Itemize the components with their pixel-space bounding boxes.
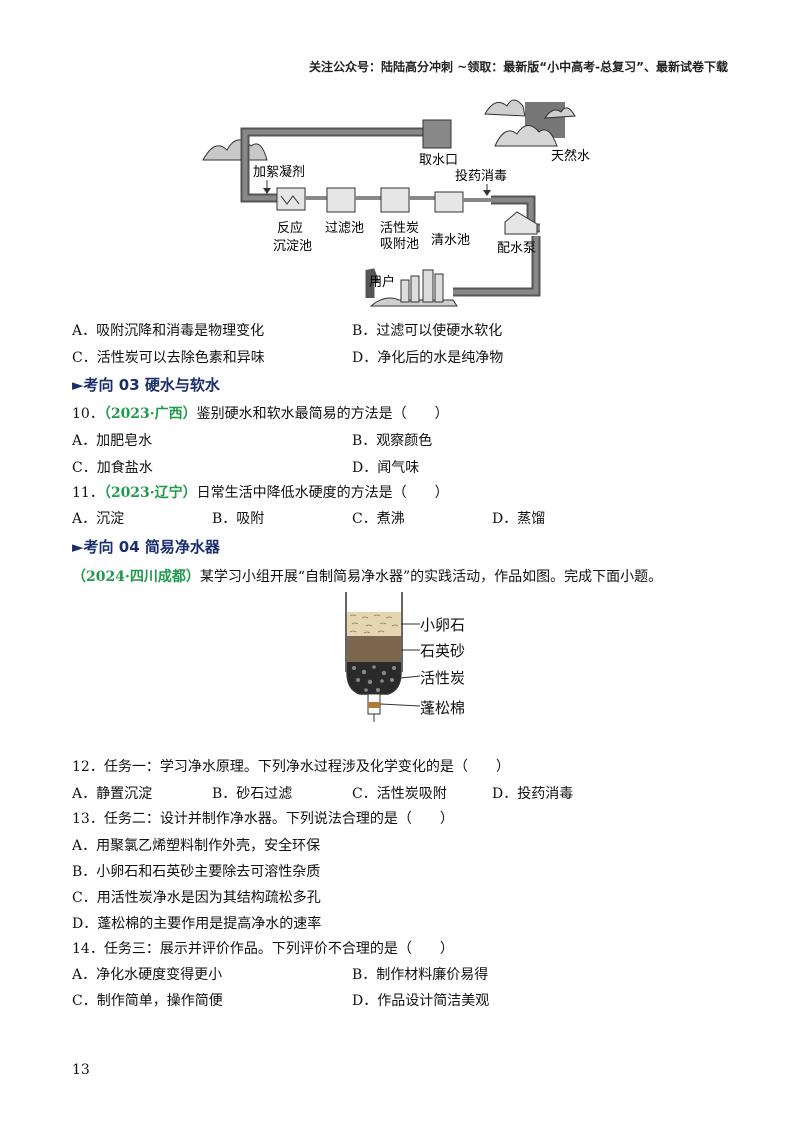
city-icon bbox=[369, 269, 458, 307]
clear-tank bbox=[434, 191, 464, 213]
page-number: 13 bbox=[72, 1062, 90, 1078]
q14-option-a: A．净化水硬度变得更小 bbox=[72, 967, 223, 983]
question-12: 12．任务一：学习净水原理。下列净水过程涉及化学变化的是（ ） bbox=[72, 759, 510, 775]
purifier-label-sand: 石英砂 bbox=[420, 642, 466, 660]
q14-option-b: B．制作材料廉价易得 bbox=[352, 967, 489, 983]
intro-text: （2024·四川成都）某学习小组开展“自制简易净水器”的实践活动，作品如图。完成… bbox=[72, 566, 662, 586]
q11-option-d: D．蒸馏 bbox=[492, 511, 546, 527]
intake-box bbox=[422, 119, 452, 149]
purifier-label-cotton: 蓬松棉 bbox=[420, 699, 466, 717]
q9-option-d: D．净化后的水是纯净物 bbox=[352, 350, 504, 366]
q10-text: 鉴别硬水和软水最简易的方法是（ ） bbox=[196, 406, 449, 422]
label-intake: 取水口 bbox=[419, 153, 458, 168]
purifier-label-pebbles: 小卵石 bbox=[420, 616, 466, 634]
q13-option-b: B．小卵石和石英砂主要除去可溶性杂质 bbox=[72, 864, 321, 880]
label-carbon-1: 活性炭 bbox=[380, 221, 419, 236]
reaction-tank bbox=[276, 187, 306, 211]
q12-option-c: C．活性炭吸附 bbox=[352, 786, 447, 802]
label-disinfect: 投药消毒 bbox=[455, 168, 507, 184]
q13-option-a: A．用聚氯乙烯塑料制作外壳，安全环保 bbox=[72, 838, 321, 854]
intro-body: 某学习小组开展“自制简易净水器”的实践活动，作品如图。完成下面小题。 bbox=[199, 569, 663, 585]
q14-option-d: D．作品设计简洁美观 bbox=[352, 993, 490, 1009]
purifier-body bbox=[345, 592, 403, 722]
question-10: 10．（2023·广西）鉴别硬水和软水最简易的方法是（ ） bbox=[72, 403, 449, 423]
label-user: 用户 bbox=[369, 274, 395, 290]
label-filter: 过滤池 bbox=[325, 221, 364, 236]
intro-source: （2024·四川成都） bbox=[72, 569, 200, 585]
question-13: 13．任务二：设计并制作净水器。下列说法合理的是（ ） bbox=[72, 811, 454, 827]
filter-tank bbox=[326, 187, 356, 213]
q13-option-d: D．蓬松棉的主要作用是提高净水的速率 bbox=[72, 916, 322, 932]
q12-option-a: A．静置沉淀 bbox=[72, 786, 153, 802]
q10-option-b: B．观察颜色 bbox=[352, 433, 433, 449]
q14-option-c: C．制作简单，操作简便 bbox=[72, 993, 223, 1009]
q9-option-c: C．活性炭可以去除色素和异味 bbox=[72, 350, 265, 366]
q10-number: 10． bbox=[72, 406, 104, 422]
q9-option-a: A．吸附沉降和消毒是物理变化 bbox=[72, 323, 265, 339]
q10-option-d: D．闻气味 bbox=[352, 460, 420, 476]
q12-option-b: B．砂石过滤 bbox=[212, 786, 293, 802]
mountain-icon-left bbox=[202, 139, 268, 161]
purifier-diagram bbox=[345, 592, 421, 722]
q11-option-b: B．吸附 bbox=[212, 511, 265, 527]
q13-option-c: C．用活性炭净水是因为其结构疏松多孔 bbox=[72, 890, 321, 906]
water-treatment-diagram: 取水口 天然水 加絮凝剂 反应 沉淀池 过滤池 活性炭 吸附池 清水池 投药消毒… bbox=[202, 99, 590, 307]
q10-option-a: A．加肥皂水 bbox=[72, 433, 153, 449]
q11-text: 日常生活中降低水硬度的方法是（ ） bbox=[196, 485, 449, 501]
page-header: 关注公众号：陆陆高分冲刺 ~领取：最新版“小中高考-总复习”、最新试卷下载 bbox=[309, 60, 728, 74]
label-natural-water: 天然水 bbox=[551, 148, 590, 164]
question-14: 14．任务三：展示并评价作品。下列评价不合理的是（ ） bbox=[72, 941, 454, 957]
label-reaction-2: 沉淀池 bbox=[273, 239, 312, 254]
section-heading-4: ►考向 04 简易净水器 bbox=[72, 538, 220, 556]
pipe bbox=[240, 127, 541, 298]
label-reaction-1: 反应 bbox=[277, 220, 303, 236]
section-heading-3: ►考向 03 硬水与软水 bbox=[72, 376, 220, 394]
q12-option-d: D．投药消毒 bbox=[492, 786, 574, 802]
question-11: 11．（2023·辽宁）日常生活中降低水硬度的方法是（ ） bbox=[72, 482, 449, 502]
q11-option-a: A．沉淀 bbox=[72, 511, 125, 527]
carbon-tank bbox=[380, 187, 410, 213]
q11-option-c: C．煮沸 bbox=[352, 511, 405, 527]
q11-source: （2023·辽宁） bbox=[103, 485, 197, 501]
label-carbon-2: 吸附池 bbox=[380, 237, 419, 252]
q10-option-c: C．加食盐水 bbox=[72, 460, 153, 476]
q10-source: （2023·广西） bbox=[103, 406, 197, 422]
label-coagulant: 加絮凝剂 bbox=[253, 164, 305, 180]
label-clear: 清水池 bbox=[431, 233, 470, 248]
label-pump: 配水泵 bbox=[497, 241, 536, 256]
q11-number: 11． bbox=[72, 485, 104, 501]
q9-option-b: B．过滤可以使硬水软化 bbox=[352, 323, 503, 339]
purifier-label-carbon: 活性炭 bbox=[420, 669, 466, 687]
natural-water-icon bbox=[484, 99, 576, 147]
pump-icon bbox=[504, 211, 538, 235]
